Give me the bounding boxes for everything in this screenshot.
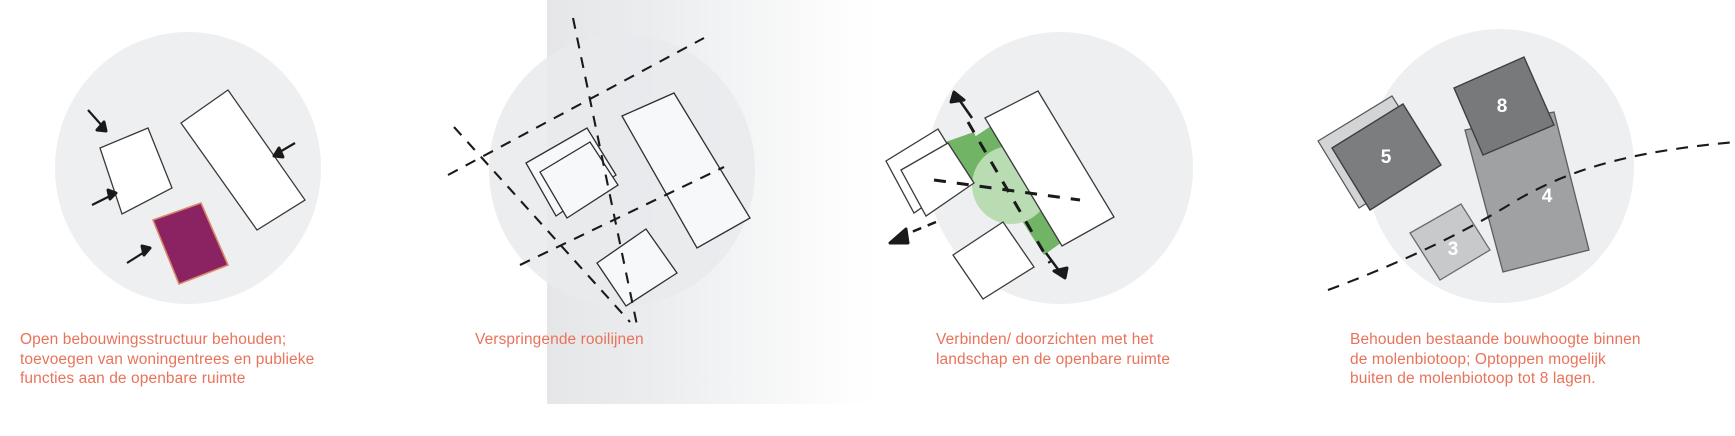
panel-4-caption: Behouden bestaande bouwhoogte binnen de …: [1350, 331, 1641, 387]
building-large-block: [984, 90, 1115, 247]
panel-2-figure: [434, 0, 868, 330]
arrow-top-left: [87, 109, 108, 133]
building-large-block: [621, 92, 751, 249]
dashed-line-4: [519, 166, 725, 266]
building-3-mass: [1409, 203, 1491, 281]
building-8-mass: [1453, 56, 1555, 156]
panel-1-caption: Open bebouwingsstructuur behouden; toevo…: [20, 331, 315, 387]
arrow-right: [272, 142, 296, 159]
panel-1-figure: [0, 0, 434, 330]
building-large-block: [180, 89, 306, 231]
arrow-down-right: [1044, 252, 1069, 280]
dashed-line-2: [453, 126, 631, 323]
dashed-line-1: [571, 17, 640, 330]
building-3-label: 3: [1448, 239, 1459, 260]
building-4-label: 4: [1542, 186, 1553, 207]
panel-verbinden-doorzichten: Verbinden/ doorzichten met het landschap…: [868, 0, 1302, 436]
dashed-axis-horizontal: [933, 178, 1081, 202]
arrow-bottom-left: [126, 244, 152, 264]
arrow-up: [949, 90, 974, 119]
panel-open-bebouwingsstructuur: Open bebouwingsstructuur behouden; toevo…: [0, 0, 434, 436]
panel-bouwhoogte-molenbiotoop: 5 4 8 3 Behouden bestaande bouwhoogte bi…: [1302, 0, 1735, 436]
dashed-line-3: [447, 37, 705, 176]
arrow-left: [91, 188, 118, 206]
building-small-square-inner: [539, 141, 619, 219]
panel-3-figure: [868, 0, 1302, 330]
building-lower-square: [596, 228, 678, 307]
panel-1-circle-background: [55, 32, 321, 304]
highlight-block-magenta: [151, 201, 230, 286]
building-lower-square: [952, 221, 1035, 300]
building-5-top: [1331, 103, 1442, 211]
arrow-left-head: [888, 227, 910, 245]
panel-3-caption: Verbinden/ doorzichten met het landschap…: [936, 331, 1171, 368]
panel-2-caption: Verspringende rooilijnen: [475, 331, 644, 348]
arrow-left: [901, 220, 937, 238]
building-5-label: 5: [1381, 147, 1392, 168]
building-8-label: 8: [1497, 96, 1508, 117]
dashed-axis-vertical: [966, 121, 1052, 264]
panel-4-figure: 5 4 8 3: [1302, 0, 1735, 330]
panel-verspringende-rooilijnen: Verspringende rooilijnen: [434, 0, 868, 436]
